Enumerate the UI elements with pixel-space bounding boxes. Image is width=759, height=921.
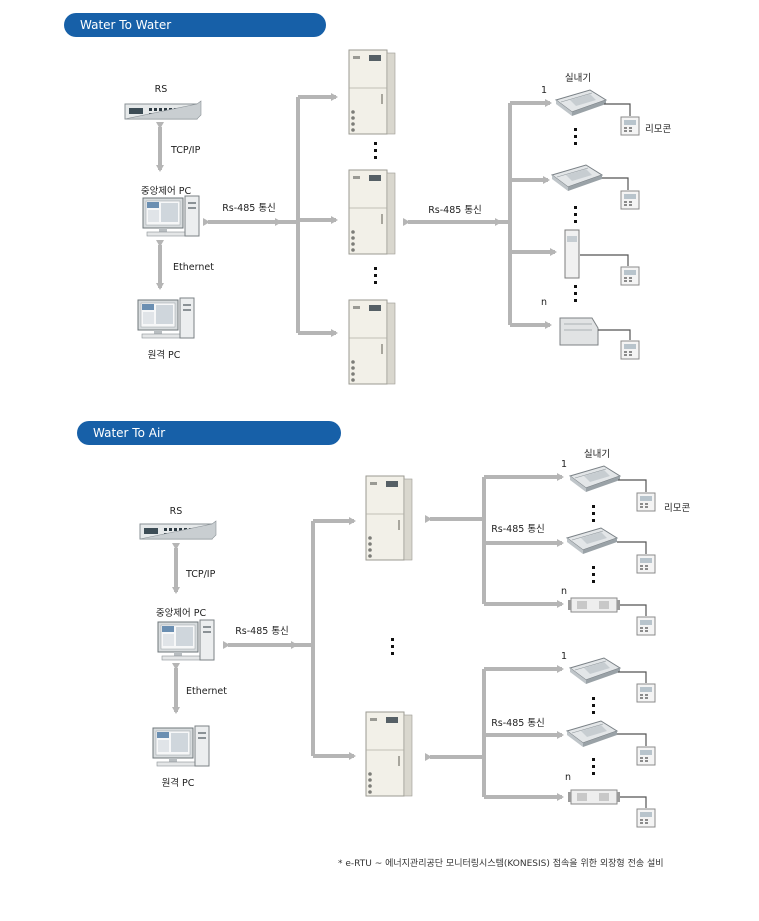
central-pc-label: 중앙제어 PC xyxy=(140,186,192,197)
remote-controller-icon xyxy=(620,116,640,136)
section-title-water-to-water: Water To Water xyxy=(64,13,326,37)
remote-controller-label: 리모콘 xyxy=(645,124,672,135)
remote-pc-icon xyxy=(152,725,210,767)
remote-controller-label: 리모콘 xyxy=(664,503,691,514)
remote-controller-icon xyxy=(620,190,640,210)
console-unit xyxy=(559,317,599,346)
ethernet-label: Ethernet xyxy=(186,686,227,697)
index-last-label: n xyxy=(565,772,572,783)
heat-pump-unit-1 xyxy=(348,49,396,135)
rs485-pc-label: Rs-485 통신 xyxy=(235,626,289,637)
remote-controller-icon xyxy=(636,554,656,574)
server-rs-icon xyxy=(139,520,217,540)
remote-pc-label: 원격 PC xyxy=(147,350,181,361)
index-first-label: 1 xyxy=(561,651,568,662)
central-pc-label: 중앙제어 PC xyxy=(155,608,207,619)
remote-pc-label: 원격 PC xyxy=(161,778,195,789)
index-last-label: n xyxy=(561,586,568,597)
server-label: RS xyxy=(169,506,183,517)
indoor-cassette-unit xyxy=(569,465,621,493)
ellipsis-dots xyxy=(374,267,377,284)
indoor-cassette-unit xyxy=(566,720,618,748)
remote-controller-icon xyxy=(636,616,656,636)
index-first-label: 1 xyxy=(561,459,568,470)
indoor-cassette-unit xyxy=(569,657,621,685)
rs485-bottom-label: Rs-485 통신 xyxy=(491,718,545,729)
indoor-cassette-unit xyxy=(555,89,607,117)
index-last-label: n xyxy=(541,297,548,308)
indoor-cassette-unit xyxy=(566,527,618,555)
ethernet-label: Ethernet xyxy=(173,262,214,273)
tcp-label: TCP/IP xyxy=(186,569,216,580)
floor-standing-unit xyxy=(564,229,580,279)
duct-unit xyxy=(567,597,621,613)
central-pc-icon xyxy=(157,619,215,661)
rs485-pc-label: Rs-485 통신 xyxy=(222,203,276,214)
remote-controller-icon xyxy=(620,266,640,286)
heat-pump-unit-2 xyxy=(348,169,396,255)
remote-controller-icon xyxy=(636,746,656,766)
indoor-unit-label: 실내기 xyxy=(564,73,592,84)
rs485-top-label: Rs-485 통신 xyxy=(491,524,545,535)
server-label: RS xyxy=(154,84,168,95)
central-pc-icon xyxy=(142,195,200,237)
heat-pump-unit-3 xyxy=(348,299,396,385)
remote-controller-icon xyxy=(636,492,656,512)
indoor-unit-label: 실내기 xyxy=(583,449,611,460)
remote-pc-icon xyxy=(137,297,195,339)
heat-pump-unit-1 xyxy=(365,475,413,561)
duct-unit xyxy=(567,789,621,805)
index-first-label: 1 xyxy=(541,85,548,96)
footnote: * e-RTU ~ 에너지관리공단 모니터링시스템(KONESIS) 접속을 위… xyxy=(338,859,664,869)
indoor-cassette-unit xyxy=(551,164,603,192)
ellipsis-dots xyxy=(391,638,394,655)
remote-controller-icon xyxy=(636,683,656,703)
rs485-units-label: Rs-485 통신 xyxy=(428,205,482,216)
server-rs-icon xyxy=(124,100,202,120)
section-title-water-to-air: Water To Air xyxy=(77,421,341,445)
remote-controller-icon xyxy=(636,808,656,828)
ellipsis-dots xyxy=(374,142,377,159)
tcp-label: TCP/IP xyxy=(171,145,201,156)
remote-controller-icon xyxy=(620,340,640,360)
heat-pump-unit-2 xyxy=(365,711,413,797)
